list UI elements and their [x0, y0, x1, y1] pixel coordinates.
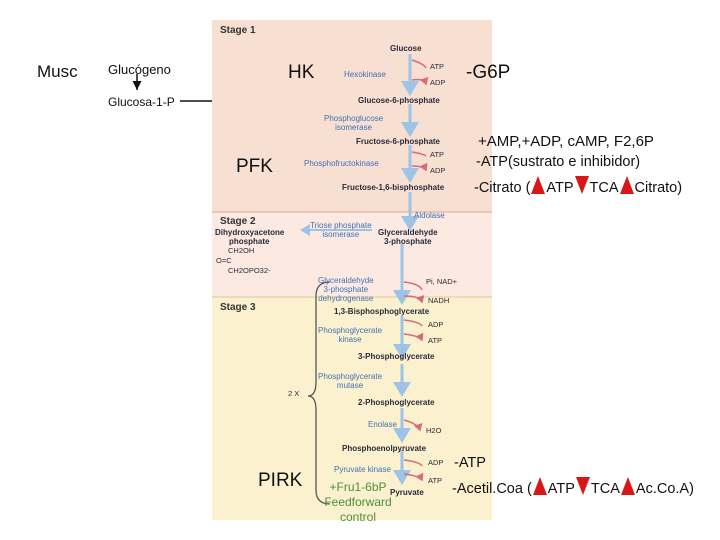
bpg13-label: 1,3-Bisphosphoglycerate [334, 307, 430, 316]
pk-label: Pyruvate kinase [334, 465, 391, 474]
pfk-adp-label: ADP [430, 166, 446, 175]
stage1-band [212, 20, 492, 212]
stage1-label: Stage 1 [220, 25, 256, 36]
stage2-band [212, 212, 492, 297]
pgk-atp-label: ATP [428, 336, 443, 345]
struct-top-label: CH2OH [228, 246, 255, 255]
pyruvate-label: Pyruvate [390, 488, 424, 497]
stage3-label: Stage 3 [220, 302, 256, 313]
g6p-label: Glucose-6-phosphate [358, 96, 440, 105]
hk-atp-label: ATP [430, 62, 445, 71]
g6p-inhibitor-label: -G6P [466, 62, 511, 83]
glycolysis-pathway-panel: Stage 1 Stage 2 Stage 3 Glucose Hexokina… [212, 20, 492, 520]
nadh-label: NADH [428, 296, 450, 305]
pg2-label: 2-Phosphoglycerate [358, 398, 435, 407]
pfk-atp-inhibitor-text: -ATP(sustrato e inhibidor) [476, 154, 641, 170]
up-arrow-icon [620, 477, 635, 495]
pk-atp-label: ATP [428, 476, 443, 485]
stage2-label: Stage 2 [220, 216, 256, 227]
down-arrow-icon [574, 176, 589, 194]
glucosa1p-label: Glucosa-1-P [108, 95, 175, 109]
pk-adp-label: ADP [428, 458, 444, 467]
glucogeno-label: Glucógeno [108, 62, 171, 77]
h2o-label: H2O [426, 426, 442, 435]
pfk-label: PFK [236, 156, 273, 177]
pep-label: Phosphoenolpyruvate [342, 444, 427, 453]
hk-label: HK [288, 62, 315, 83]
pi-nad-label: Pi, NAD+ [426, 277, 458, 286]
struct-bot-label: CH2OPO32- [228, 266, 271, 275]
pgk-adp-label: ADP [428, 320, 444, 329]
pathway-arrows [212, 54, 492, 505]
hk-adp-label: ADP [430, 78, 446, 87]
aldolase-label: Aldolase [414, 211, 445, 220]
stage3-band [212, 297, 492, 520]
pfk-activators-text: +AMP,+ADP, cAMP, F2,6P [478, 133, 654, 150]
up-arrow-icon [531, 176, 546, 194]
up-arrow-icon [619, 176, 634, 194]
f16bp-label: Fructose-1,6-bisphosphate [342, 183, 445, 192]
pirk-atp-text: -ATP [454, 455, 486, 471]
musc-label: Musc [37, 62, 78, 81]
up-arrow-icon [532, 477, 547, 495]
hexokinase-label: Hexokinase [344, 70, 386, 79]
pfk-enzyme-label: Phosphofructokinase [304, 159, 379, 168]
pg3-label: 3-Phosphoglycerate [358, 352, 435, 361]
pirk-label: PIRK [258, 470, 303, 491]
feedforward-text: +Fru1-6bP Feedforward control [324, 480, 392, 524]
struct-mid-label: O=C [216, 256, 232, 265]
down-arrow-icon [575, 477, 590, 495]
f6p-label: Fructose-6-phosphate [356, 137, 441, 146]
pfk-atp-label: ATP [430, 150, 445, 159]
two-x-label: 2 X [288, 389, 300, 398]
glucose-label: Glucose [390, 44, 422, 53]
enolase-label: Enolase [368, 420, 397, 429]
